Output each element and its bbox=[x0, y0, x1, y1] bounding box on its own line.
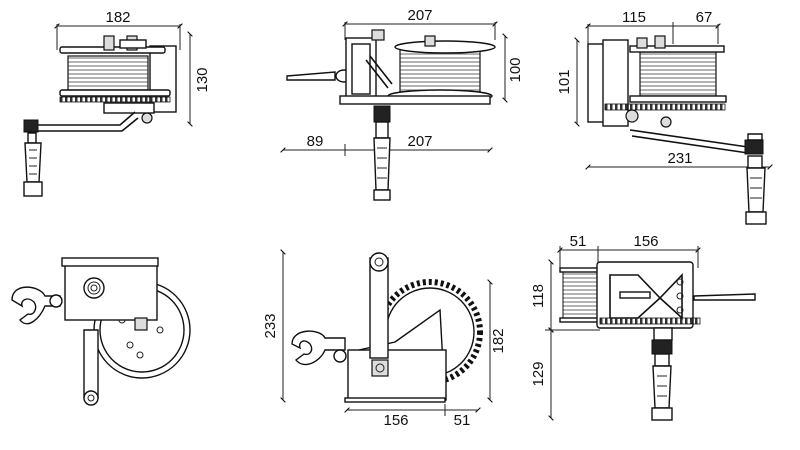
view-2-top: 207 100 89 207 bbox=[280, 7, 524, 201]
dim-view2-height: 100 bbox=[507, 57, 524, 82]
dim-view3-right: 67 bbox=[696, 9, 713, 26]
view-4-side bbox=[11, 257, 191, 406]
dim-view3-height: 101 bbox=[556, 69, 573, 94]
view-1-side: 182 130 bbox=[23, 9, 211, 197]
dim-view5-gear: 182 bbox=[490, 328, 507, 353]
dim-view5-height: 233 bbox=[262, 313, 279, 338]
dim-view2-offset: 89 bbox=[307, 133, 324, 150]
view-6-top: 51 156 118 129 bbox=[530, 233, 756, 421]
dim-view3-handle: 231 bbox=[667, 150, 692, 167]
dim-view2-top: 207 bbox=[407, 7, 432, 24]
view-3-side: 115 67 101 231 bbox=[556, 9, 773, 225]
dim-view1-height: 130 bbox=[194, 67, 211, 92]
dim-view6-lower: 129 bbox=[530, 361, 547, 386]
dim-view6-upper: 118 bbox=[530, 284, 547, 308]
dim-view5-offset: 51 bbox=[454, 412, 471, 429]
dim-view1-width: 182 bbox=[105, 9, 130, 26]
dim-view3-left: 115 bbox=[622, 9, 646, 26]
dim-view2-bottom: 207 bbox=[407, 133, 432, 150]
dim-view6-width: 156 bbox=[633, 233, 658, 250]
view-5-front: 233 182 156 51 bbox=[262, 249, 507, 429]
dim-view5-base: 156 bbox=[383, 412, 408, 429]
dim-view6-left: 51 bbox=[570, 233, 587, 250]
